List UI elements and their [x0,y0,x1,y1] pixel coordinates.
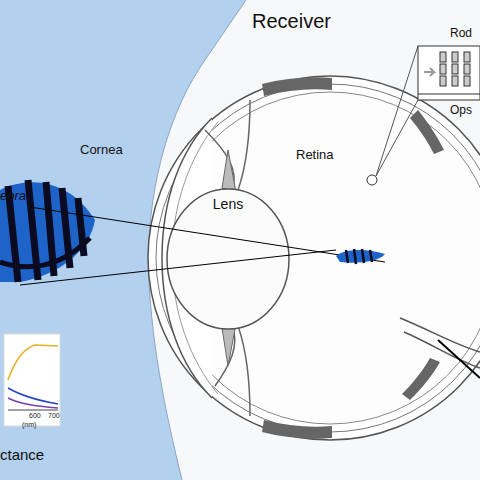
inset-arrow [424,68,434,76]
rod-cells [440,52,470,86]
chart-curve [8,398,58,408]
part-label: 700 [48,412,60,419]
part-label: Ops [450,103,472,117]
part-label: (nm) [22,421,36,428]
lens-ellipse [167,189,289,329]
inset-line [418,94,480,95]
muscle [262,420,332,439]
part-label: 600 [29,412,41,419]
leader-line [438,340,480,378]
sclera [148,76,480,440]
part-label: Cornea [80,142,123,157]
fish [0,180,95,282]
part-label: ebra [0,188,26,203]
rod-inset [418,46,480,100]
part-label: ctance [0,446,44,463]
muscle [262,77,332,96]
choroid [156,84,480,432]
muscle [402,358,440,400]
part-label: Retina [296,147,334,162]
lens-node: Lens [166,188,290,330]
part-label: Rod [450,26,472,40]
chart-curve [8,345,58,380]
chart-box [4,334,60,426]
part-label: Lens [166,188,290,212]
part-label: Receiver [252,10,331,33]
inset-marker [367,175,377,185]
muscle [410,110,444,154]
chart-axis [8,410,58,411]
leader-line [376,46,418,176]
retinal-image [336,249,385,264]
